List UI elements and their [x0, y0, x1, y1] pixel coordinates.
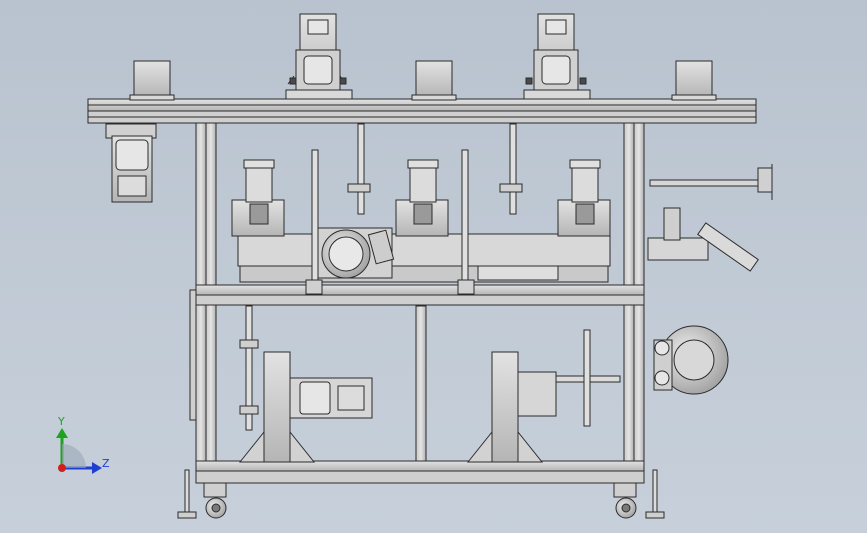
forming-head-2 [395, 159, 449, 237]
y-axis-label: Y [57, 415, 65, 428]
right-arm-rod [649, 164, 773, 200]
top-motor-right [523, 13, 591, 100]
top-motor-left [285, 13, 353, 100]
top-block-4 [671, 60, 717, 101]
center-drive-motor [317, 227, 395, 279]
leveling-foot-left [177, 469, 197, 519]
center-frame-post [415, 305, 427, 463]
z-axis-arrowhead [92, 462, 102, 474]
middle-frame-beam [195, 284, 645, 306]
y-axis-arrowhead [56, 428, 68, 438]
z-axis-label: Z [102, 457, 110, 470]
top-block-1 [129, 60, 175, 101]
caster-left [203, 482, 227, 519]
forming-head-1 [231, 159, 285, 237]
lower-stand-left [238, 351, 316, 463]
forming-head-3 [557, 159, 611, 237]
top-block-3 [411, 60, 457, 101]
guide-rods [305, 123, 523, 295]
lower-motor-left [289, 377, 373, 419]
lower-stand-right [466, 351, 544, 463]
left-side-rail [189, 289, 197, 421]
leveling-foot-right [645, 469, 665, 519]
lower-motor-right [517, 329, 621, 427]
lower-left-rod [239, 305, 259, 431]
top-frame-beam [87, 98, 757, 124]
left-hanging-motor [105, 123, 157, 203]
work-plate [237, 233, 611, 283]
bottom-frame-beam [195, 460, 645, 484]
caster-right [613, 482, 637, 519]
right-lever-mechanism [647, 207, 759, 272]
axis-triad: Y Z [56, 415, 110, 474]
right-reel-wheel [653, 325, 729, 395]
triad-origin [58, 464, 66, 472]
